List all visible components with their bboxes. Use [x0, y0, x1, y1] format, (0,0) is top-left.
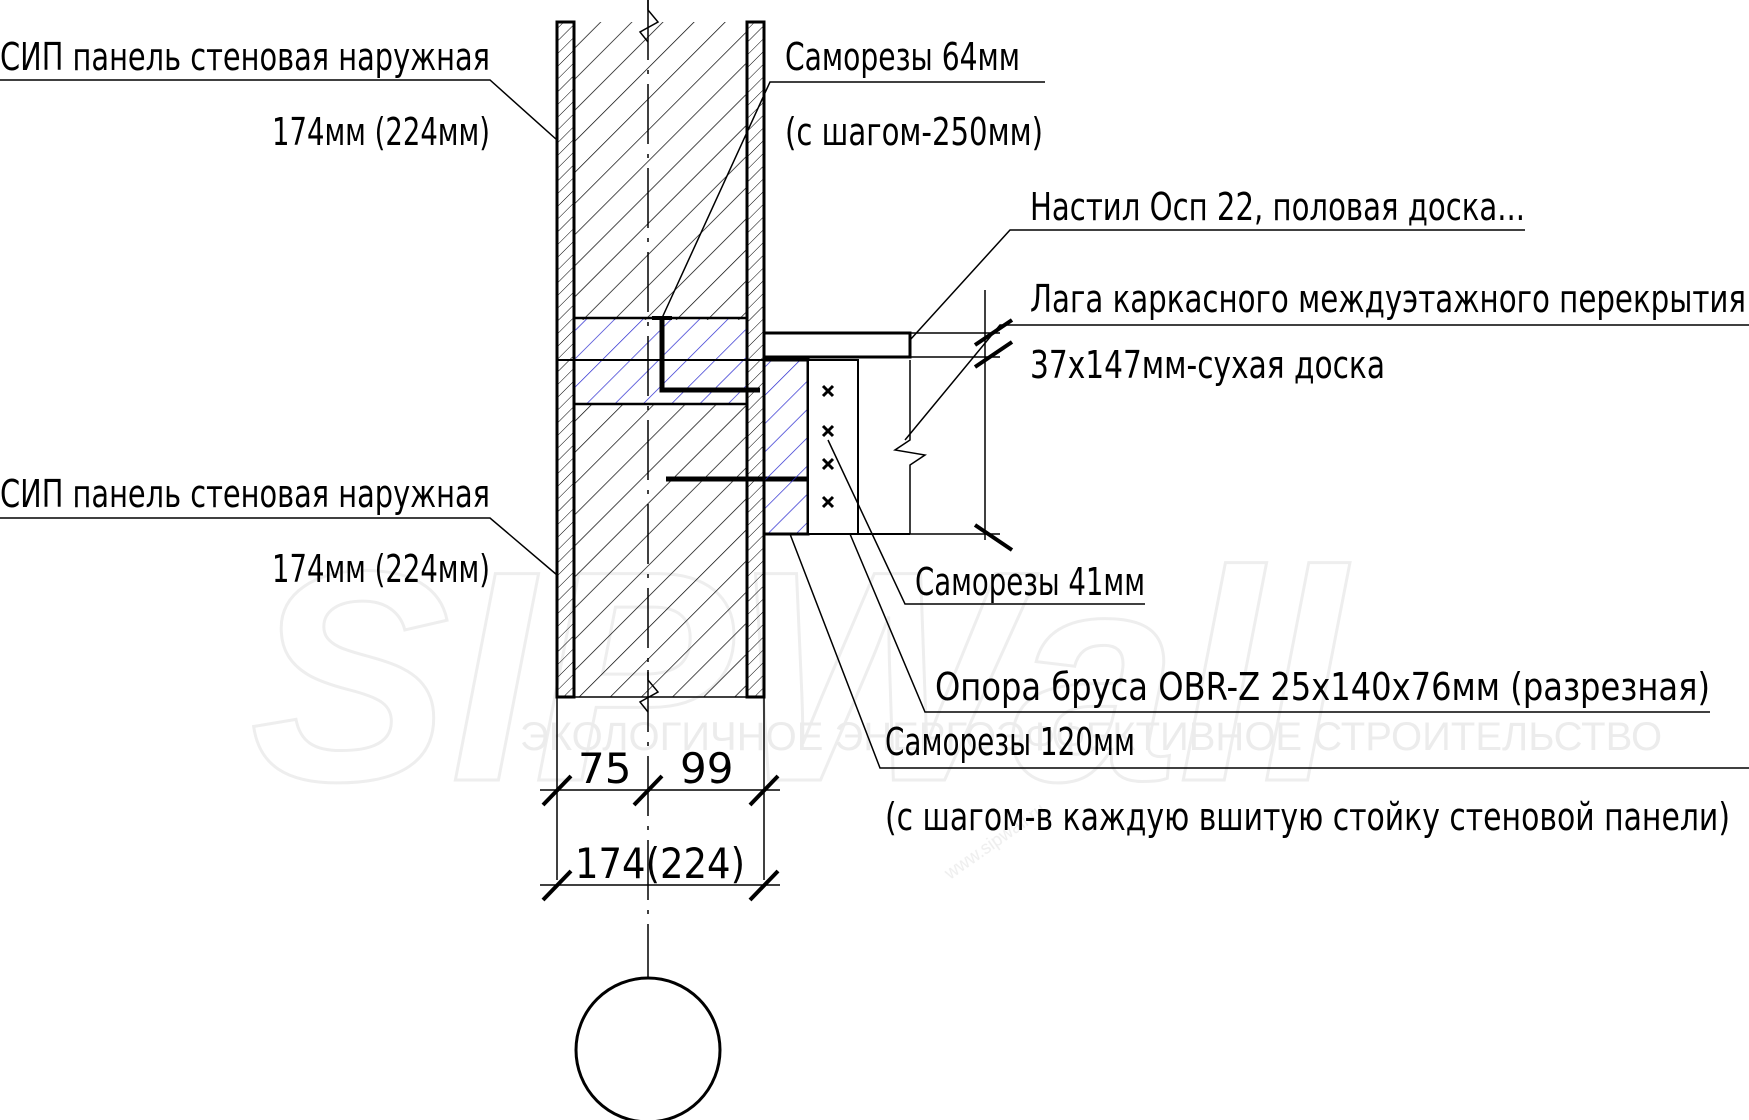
label-hanger: Опора бруса OBR-Z 25x140x76мм (разрезная…	[935, 665, 1710, 709]
label-screws-64-2: (с шагом-250мм)	[785, 110, 1043, 154]
leader-sip-bottom	[0, 517, 558, 576]
leader-screws-64	[661, 81, 1045, 319]
label-decking: Настил Осп 22, половая доска...	[1030, 185, 1525, 229]
dim-joist-147: 147	[0, 0, 55, 10]
dim-tick	[973, 523, 1014, 552]
break-mark-bottom	[638, 670, 660, 713]
label-screws-64-1: Саморезы 64мм	[785, 35, 1020, 79]
label-screws-120-2: (с шагом-в каждую вшитую стойку стеновой…	[885, 795, 1730, 839]
dim-left-75: 75	[578, 744, 631, 793]
leader-screws-120	[789, 533, 1749, 769]
label-sip-bottom-1: СИП панель стеновая наружная	[0, 472, 490, 516]
label-sip-bottom-2: 174мм (224мм)	[272, 547, 490, 591]
screw-mark	[821, 495, 835, 509]
dim-tick	[973, 340, 1014, 369]
break-mark-top	[638, 0, 660, 43]
sip-panel-upper-hatch	[574, 22, 747, 320]
dim-tick	[541, 869, 573, 902]
dim-tick	[748, 869, 780, 902]
annotations: СИП панель стеновая наружная 174мм (224м…	[0, 35, 1746, 839]
sip-wall-panel	[555, 0, 810, 1010]
screw-mark	[821, 384, 835, 398]
axis-marker-circle	[574, 976, 722, 1120]
leader-sip-top	[0, 79, 558, 141]
floor-decking	[762, 331, 912, 359]
label-joist-1: Лага каркасного междуэтажного перекрытия	[1030, 277, 1746, 321]
dim-total-174: 174(224)	[575, 839, 745, 888]
dim-tick	[632, 774, 664, 807]
screws-41mm-marks	[821, 384, 835, 509]
leader-lines	[0, 79, 1749, 769]
leader-joist	[904, 324, 1749, 441]
label-sip-top-2: 174мм (224мм)	[272, 110, 490, 154]
screw-mark	[821, 457, 835, 471]
leader-hanger	[849, 533, 1710, 713]
label-joist-2: 37x147мм-сухая доска	[1030, 343, 1385, 387]
watermark: SIPWall ЭКОЛОГИЧНОЕ ЭНЕРГОЭФФЕКТИВНОЕ СТ…	[249, 507, 1663, 884]
label-screws-41: Саморезы 41мм	[915, 560, 1145, 604]
label-sip-top-1: СИП панель стеновая наружная	[0, 35, 490, 79]
dim-tick	[541, 774, 573, 807]
dim-right-99: 99	[680, 744, 733, 793]
horizontal-dimensions	[540, 697, 780, 902]
screw-64mm	[659, 318, 760, 393]
leader-decking	[909, 229, 1525, 341]
joist-hanger-bracket	[762, 358, 810, 536]
dim-deck-22: 22	[0, 0, 37, 10]
watermark-brand: SIPWall	[250, 508, 1351, 844]
dim-tick	[748, 774, 780, 807]
screw-mark	[821, 424, 835, 438]
joist-break	[893, 360, 927, 534]
sip-panel-lower-hatch	[574, 404, 747, 697]
leader-screws-41	[827, 439, 1145, 605]
watermark-tagline: ЭКОЛОГИЧНОЕ ЭНЕРГОЭФФЕКТИВНОЕ СТРОИТЕЛЬС…	[520, 715, 1662, 759]
label-screws-120-1: Саморезы 120мм	[885, 720, 1135, 764]
